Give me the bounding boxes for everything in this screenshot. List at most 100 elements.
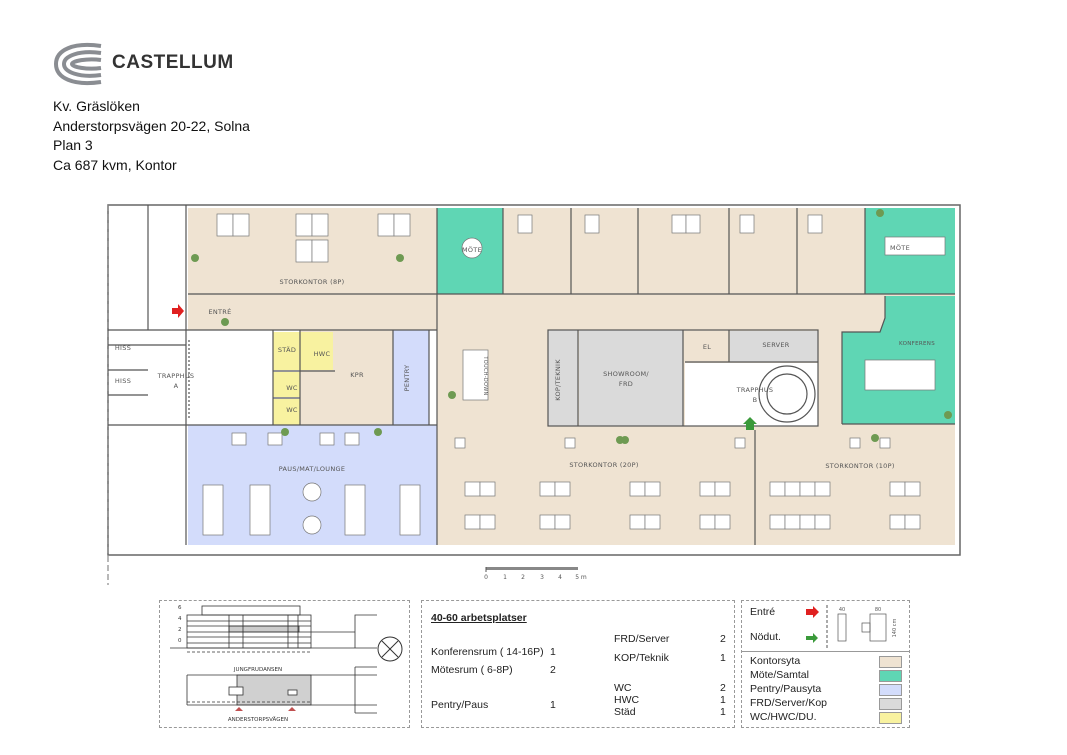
- property-name: Kv. Gräslöken: [53, 98, 140, 114]
- room-trapphus-b: [685, 363, 818, 426]
- label-konferens: KONFERENS: [899, 341, 935, 347]
- compass-icon: [377, 636, 403, 662]
- swatch-kontorsyta: [879, 656, 902, 668]
- desk: [479, 514, 496, 530]
- summary-box: 40-60 arbetsplatser Konferensrum ( 14-16…: [421, 600, 735, 728]
- desk: [807, 214, 823, 234]
- summary-count-frd-server: 2: [720, 633, 726, 645]
- label-wc-1: WC: [286, 384, 298, 392]
- legend-entre-label: Entré: [750, 606, 776, 618]
- room-wc-2: [273, 399, 300, 425]
- scale-tick-1: 1: [503, 574, 507, 581]
- desk: [799, 481, 816, 497]
- summary-count-wc: 2: [720, 682, 726, 694]
- plant-icon: [944, 411, 952, 419]
- desk: [295, 213, 313, 237]
- entrance-arrow-icon: [172, 304, 184, 318]
- legend-box: Entré Nödut. 40 80 140 cm Kontorsyta Möt…: [741, 600, 910, 728]
- sofa: [267, 432, 283, 446]
- desk: [377, 213, 395, 237]
- desk: [311, 239, 329, 263]
- plant-icon: [876, 209, 884, 217]
- desk: [554, 481, 571, 497]
- legend-frd-server-kop: FRD/Server/Kop: [750, 697, 828, 709]
- label-kop-teknik: KOP/TEKNIK: [554, 359, 562, 401]
- label-showroom-frd: FRD: [619, 380, 633, 388]
- armchair: [564, 437, 576, 449]
- brand-name: CASTELLUM: [112, 52, 234, 73]
- legend-nodut-label: Nödut.: [750, 631, 781, 643]
- swatch-frd-server-kop: [879, 698, 902, 710]
- sofa: [344, 432, 360, 446]
- desk: [479, 481, 496, 497]
- legend-kontorsyta: Kontorsyta: [750, 655, 801, 667]
- summary-title: 40-60 arbetsplatser: [431, 612, 527, 624]
- summary-count-kop-teknik: 1: [720, 652, 726, 664]
- desk: [554, 514, 571, 530]
- desk: [393, 213, 411, 237]
- swatch-mote-samtal: [879, 670, 902, 682]
- summary-count-stad: 1: [720, 706, 726, 718]
- desk: [629, 481, 646, 497]
- desk: [814, 514, 831, 530]
- label-trapphus-a: TRAPPHUS: [157, 372, 195, 380]
- dim-80: 80: [875, 607, 881, 613]
- desk: [311, 213, 329, 237]
- desk: [685, 214, 701, 234]
- label-el: EL: [703, 343, 711, 351]
- desk: [644, 481, 661, 497]
- street-south-label: ANDERSTORPSVÄGEN: [228, 716, 288, 723]
- touchdown-table: [462, 349, 489, 401]
- street-address: Anderstorpsvägen 20-22, Solna: [53, 117, 250, 134]
- plant-icon: [396, 254, 404, 262]
- label-storkontor-8p: STORKONTOR (8P): [280, 278, 345, 286]
- sofa: [231, 432, 247, 446]
- label-storkontor-20p: STORKONTOR (20P): [569, 461, 638, 469]
- room-kop-teknik: [548, 330, 578, 426]
- swatch-pentry-pausyta: [879, 684, 902, 696]
- summary-label-wc: WC: [614, 682, 632, 694]
- desk: [644, 514, 661, 530]
- room-pentry: [393, 330, 429, 425]
- meeting-table: [884, 236, 946, 256]
- street-north-label: JUNGFRUDANSEN: [233, 667, 282, 673]
- armchair: [734, 437, 746, 449]
- desk: [714, 514, 731, 530]
- floor-label: Plan 3: [53, 137, 93, 153]
- desk: [714, 481, 731, 497]
- desk: [629, 514, 646, 530]
- legend-pentry-pausyta: Pentry/Pausyta: [750, 683, 822, 695]
- label-hiss-1: HISS: [115, 344, 131, 352]
- scale-tick-4: 4: [558, 574, 562, 581]
- desk: [889, 481, 906, 497]
- room-server: [730, 331, 818, 362]
- desk: [814, 481, 831, 497]
- dim-40: 40: [839, 607, 845, 613]
- address-block: Kv. Gräslöken Anderstorpsvägen 20-22, So…: [53, 97, 250, 175]
- emergency-exit-arrow-icon: [743, 417, 757, 430]
- summary-label-pentry: Pentry/Paus: [431, 699, 489, 711]
- conference-table: [864, 359, 936, 391]
- scale-tick-5: 5 m: [575, 574, 587, 581]
- emergency-exit-arrow-icon: [806, 633, 818, 643]
- lounge-table: [399, 484, 421, 536]
- level-6: 6: [178, 605, 182, 611]
- plant-icon: [448, 391, 456, 399]
- plant-icon: [191, 254, 199, 262]
- label-entre: ENTRÉ: [208, 307, 231, 316]
- site-plan-box: 6 4 2 0 JUNGFRUDANSEN ANDERSTORPSVÄGEN: [159, 600, 410, 728]
- label-wc-2: WC: [286, 406, 298, 414]
- room-wc-1: [273, 372, 300, 397]
- desk: [889, 514, 906, 530]
- label-paus-mat-lounge: PAUS/MAT/LOUNGE: [279, 465, 346, 473]
- label-pentry: PENTRY: [403, 365, 411, 392]
- desk: [216, 213, 234, 237]
- legend-wc-hwc-du: WC/HWC/DU.: [750, 711, 817, 723]
- armchair: [454, 437, 466, 449]
- entrance-arrow-icon: [806, 606, 819, 618]
- floor-plan: STORKONTOR (8P) MÖTE MÖTE ENTRÉ HISS HIS…: [107, 204, 961, 585]
- summary-count-motesrum: 2: [550, 664, 556, 676]
- summary-count-konferensrum: 1: [550, 646, 556, 658]
- scale-tick-2: 2: [521, 574, 525, 581]
- desk: [904, 514, 921, 530]
